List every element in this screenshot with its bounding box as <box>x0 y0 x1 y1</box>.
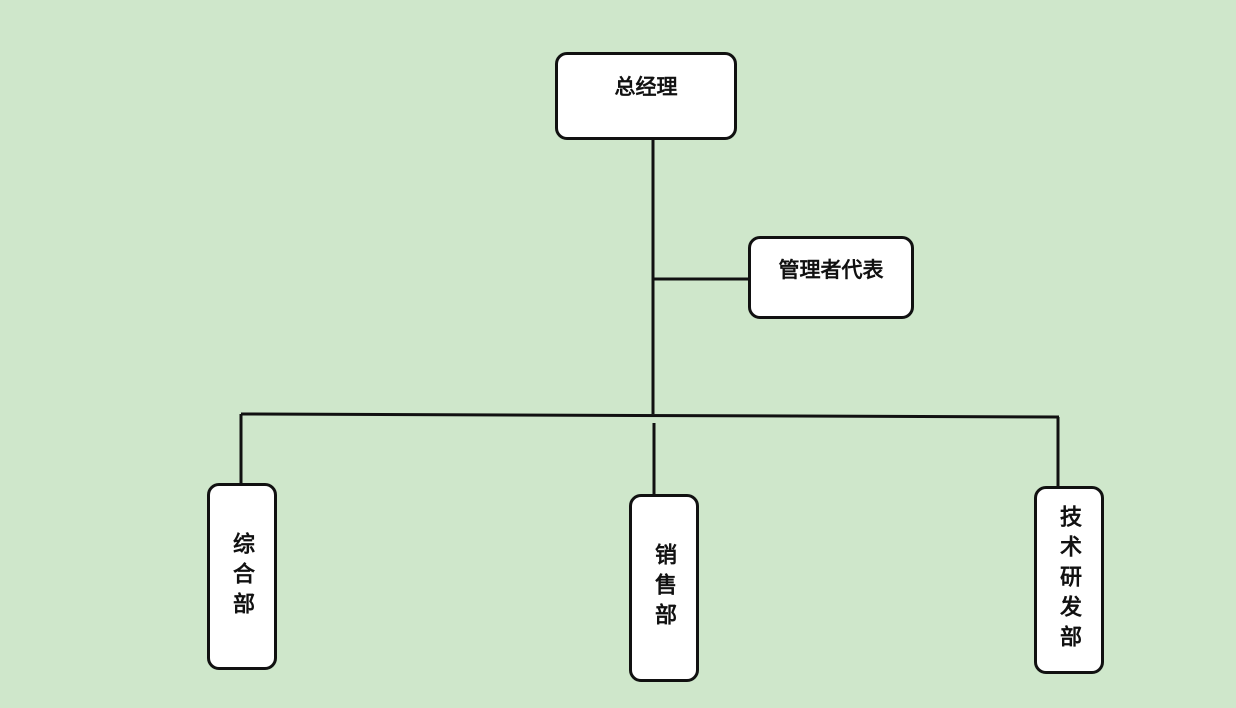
general-affairs-dept-node: 综合部 <box>207 483 277 670</box>
management-representative-label: 管理者代表 <box>778 257 884 282</box>
rnd-dept-label: 技术研发部 <box>1056 505 1082 655</box>
general-manager-node: 总经理 <box>555 52 737 140</box>
rnd-dept-node: 技术研发部 <box>1034 486 1104 674</box>
sales-dept-node: 销售部 <box>629 494 699 682</box>
general-manager-label: 总经理 <box>614 74 678 99</box>
sales-dept-label: 销售部 <box>651 543 677 633</box>
management-representative-node: 管理者代表 <box>748 236 914 319</box>
department-bus-line <box>240 412 1060 419</box>
general-affairs-dept-label: 综合部 <box>229 531 255 622</box>
